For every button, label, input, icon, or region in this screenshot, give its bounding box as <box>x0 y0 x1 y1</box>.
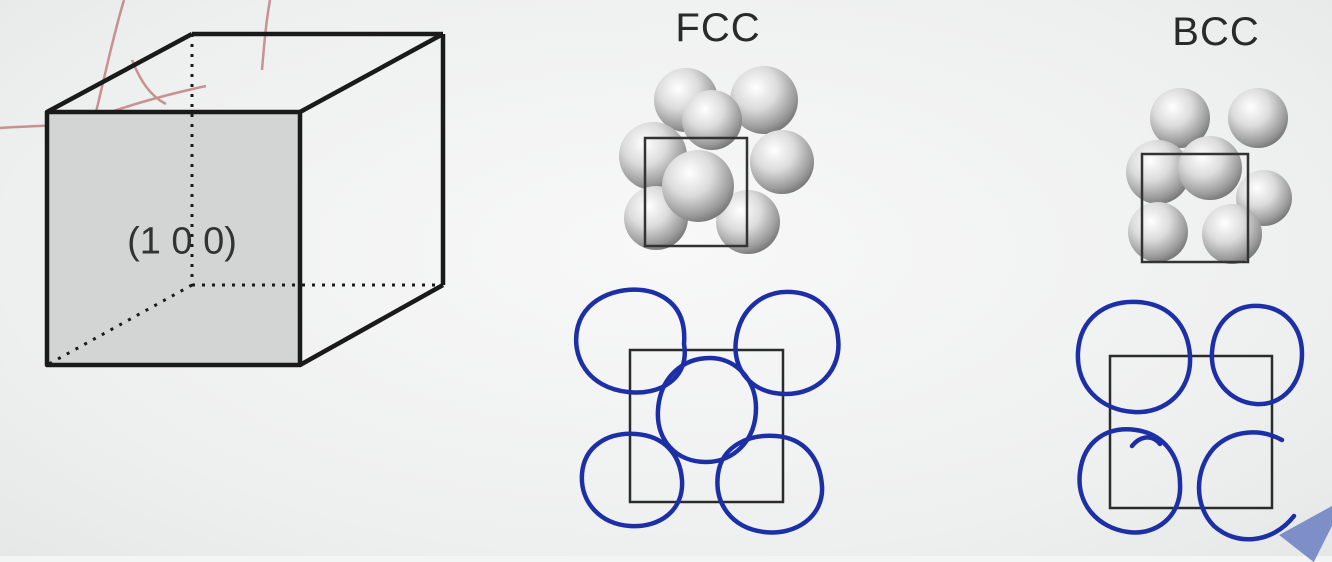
cube-edges <box>44 31 446 368</box>
fcc-section-circle <box>733 289 841 397</box>
bcc-section-circle-open <box>1196 430 1297 542</box>
bcc-section-circle <box>1075 299 1193 415</box>
cube-hidden-edges <box>46 34 443 367</box>
bcc-atom <box>1178 136 1242 200</box>
bcc-center-arc <box>1129 435 1163 449</box>
bcc-section-circle <box>1209 303 1305 407</box>
bcc-atom <box>1128 202 1188 262</box>
fcc-sphere-model <box>619 66 814 254</box>
bcc-hand-drawing <box>1075 299 1305 542</box>
bcc-atom <box>1228 88 1288 148</box>
plane-label: (1 0 0) <box>127 220 237 263</box>
fcc-atom <box>662 150 734 222</box>
fcc-atom <box>682 90 742 150</box>
fcc-section-circle <box>715 433 825 535</box>
fcc-section-circle <box>655 355 759 465</box>
fcc-section-circle <box>579 431 685 529</box>
fcc-section-square <box>628 348 785 504</box>
bcc-section-circle <box>1077 427 1183 535</box>
fcc-atom <box>730 66 798 134</box>
plane-100-face <box>47 112 300 365</box>
fcc-unit-cell-outline <box>643 136 749 248</box>
fcc-section-circle <box>573 287 688 395</box>
bcc-sphere-model <box>1126 88 1292 264</box>
bcc-atom <box>1150 88 1210 148</box>
fcc-hand-drawing <box>573 287 841 535</box>
fcc-atom <box>750 130 814 194</box>
bcc-unit-cell-outline <box>1140 152 1250 264</box>
bcc-title: BCC <box>1172 10 1260 54</box>
fcc-title: FCC <box>675 6 761 50</box>
bcc-atom <box>1202 204 1262 264</box>
